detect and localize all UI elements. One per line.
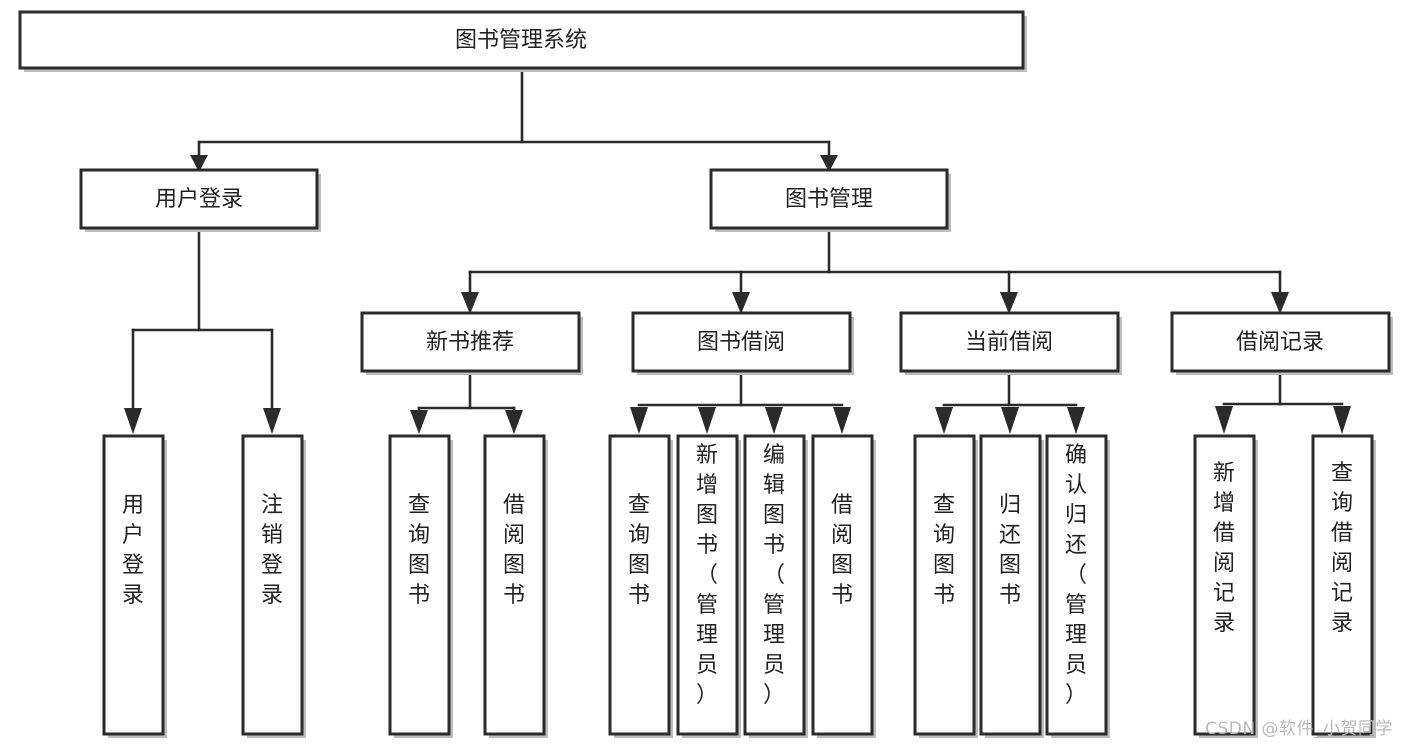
node-user-login-label: 用户登录 (155, 187, 243, 212)
arrow-head-current-borrow (1000, 292, 1018, 314)
arrow-head-leaf-currentborrow-1 (1001, 407, 1019, 434)
connector-group-root (190, 66, 838, 172)
leaf-node-current-borrow-2[interactable]: 确认归还（管理员） (1045, 434, 1110, 738)
arrow-head-leaf-borrowrecord-0 (1215, 406, 1233, 434)
leaf-node-book-borrow-2[interactable]: 编辑图书（管理员） (743, 434, 808, 738)
leaf-label-new-book-1: 借阅图书 (503, 493, 525, 608)
leaf-label-user-login-1: 注销登录 (261, 493, 283, 608)
leaf-label-user-login-0: 用户登录 (122, 493, 144, 608)
arrow-head-leaf-user-0 (124, 408, 142, 434)
connector-group-current-borrow (935, 373, 1085, 434)
node-book-manage-label: 图书管理 (785, 187, 873, 212)
leaf-label-book-borrow-2: 编辑图书（管理员） (763, 443, 785, 708)
connector-group-book-borrow (630, 373, 851, 434)
leaf-node-borrow-record-0[interactable]: 新增借阅记录 (1193, 434, 1258, 738)
arrow-head-leaf-bookborrow-1 (698, 407, 716, 434)
arrow-head-leaf-currentborrow-2 (1067, 407, 1085, 434)
node-root[interactable]: 图书管理系统 (18, 10, 1027, 72)
leaf-node-book-borrow-0[interactable]: 查询图书 (608, 434, 673, 738)
connector-group-borrow-record (1215, 373, 1351, 434)
node-user-login[interactable]: 用户登录 (79, 168, 321, 232)
node-current-borrow[interactable]: 当前借阅 (899, 311, 1122, 375)
leaf-label-new-book-0: 查询图书 (408, 493, 430, 608)
arrow-head-borrow-record (1271, 292, 1289, 314)
leaf-node-current-borrow-1[interactable]: 归还图书 (979, 434, 1044, 738)
node-book-manage[interactable]: 图书管理 (709, 168, 951, 232)
arrow-head-leaf-newbook-0 (410, 410, 428, 434)
leaf-label-current-borrow-1: 归还图书 (999, 493, 1021, 608)
arrow-head-leaf-user-1 (263, 408, 281, 434)
node-book-borrow-label: 图书借阅 (697, 330, 785, 355)
arrow-head-leaf-borrowrecord-1 (1333, 406, 1351, 434)
arrow-head-leaf-currentborrow-0 (935, 407, 953, 434)
connector-group-user-login (124, 230, 281, 434)
arrow-head-leaf-newbook-1 (505, 410, 523, 434)
leaf-label-current-borrow-2: 确认归还（管理员） (1065, 443, 1087, 708)
leaf-label-book-borrow-0: 查询图书 (628, 493, 650, 608)
leaf-label-book-borrow-1: 新增图书（管理员） (696, 443, 718, 708)
node-borrow-record-label: 借阅记录 (1236, 330, 1324, 355)
leaf-label-book-borrow-3: 借阅图书 (831, 493, 853, 608)
arrow-head-leaf-bookborrow-3 (833, 407, 851, 434)
node-current-borrow-label: 当前借阅 (965, 330, 1053, 355)
leaf-node-user-login-1[interactable]: 注销登录 (241, 434, 306, 738)
arrow-head-user-login (190, 155, 208, 172)
leaf-node-borrow-record-1[interactable]: 查询借阅记录 (1311, 434, 1376, 738)
leaf-label-borrow-record-0: 新增借阅记录 (1213, 461, 1235, 636)
arrow-head-new-book (461, 292, 479, 314)
leaf-label-current-borrow-0: 查询图书 (933, 493, 955, 608)
leaf-node-user-login-0[interactable]: 用户登录 (102, 434, 167, 738)
node-book-borrow[interactable]: 图书借阅 (631, 311, 854, 375)
connector-group-new-book (410, 373, 523, 434)
arrow-head-book-manage (820, 155, 838, 172)
arrow-head-leaf-bookborrow-0 (630, 407, 648, 434)
connector-group-book-manage (461, 230, 1289, 314)
leaf-node-book-borrow-3[interactable]: 借阅图书 (811, 434, 876, 738)
leaf-node-book-borrow-1[interactable]: 新增图书（管理员） (676, 434, 741, 738)
csdn-watermark: CSDN @软件_小贺同学 (1205, 719, 1393, 739)
leaf-node-new-book-1[interactable]: 借阅图书 (483, 434, 548, 738)
leaf-node-current-borrow-0[interactable]: 查询图书 (913, 434, 978, 738)
node-root-label: 图书管理系统 (455, 28, 587, 53)
node-new-book-recommend[interactable]: 新书推荐 (360, 311, 583, 375)
node-new-book-recommend-label: 新书推荐 (426, 330, 514, 355)
arrow-head-leaf-bookborrow-2 (765, 407, 783, 434)
node-borrow-record[interactable]: 借阅记录 (1170, 311, 1393, 375)
arrow-head-book-borrow (732, 292, 750, 314)
leaf-node-new-book-0[interactable]: 查询图书 (388, 434, 453, 738)
leaf-label-borrow-record-1: 查询借阅记录 (1331, 461, 1353, 636)
